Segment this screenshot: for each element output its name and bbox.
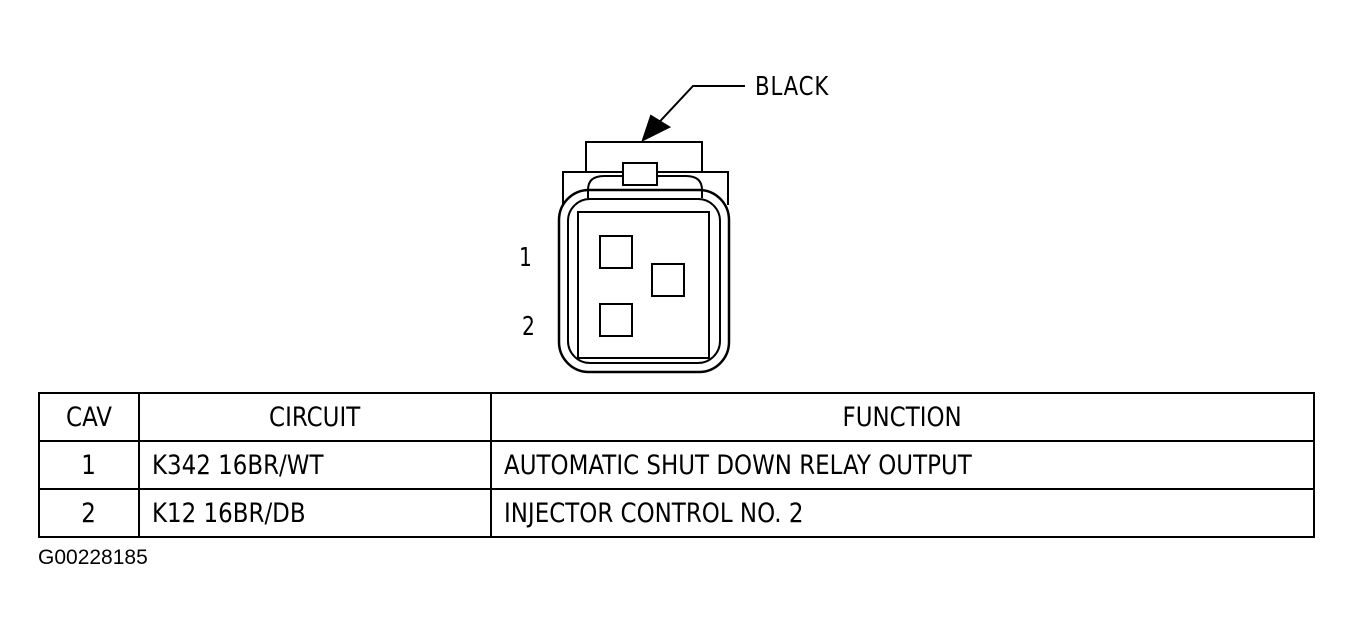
connector-drawing <box>557 85 745 374</box>
figure-id: G00228185 <box>38 546 148 569</box>
connector-face <box>577 211 710 359</box>
cell-function: INJECTOR CONTROL NO. 2 <box>490 488 1315 538</box>
cell-function: AUTOMATIC SHUT DOWN RELAY OUTPUT <box>490 440 1315 490</box>
pin-label-1: 1 <box>519 243 532 273</box>
connector-color-label: BLACK <box>755 72 830 102</box>
latch-hood <box>587 175 703 198</box>
cell-cav: 2 <box>38 488 140 538</box>
pin-label-2: 2 <box>522 312 535 342</box>
leader-arrow <box>641 114 672 142</box>
connector-body-inner <box>567 198 721 364</box>
cell-circuit: K12 16BR/DB <box>138 488 492 538</box>
table-row: 1 K342 16BR/WT AUTOMATIC SHUT DOWN RELAY… <box>38 440 1315 490</box>
right-ear <box>702 171 729 205</box>
connector-diagram: BLACK 1 2 <box>519 72 830 374</box>
cavity-2 <box>599 303 633 337</box>
cell-cav: 1 <box>38 440 140 490</box>
cavity-3 <box>651 263 685 297</box>
latch-tab <box>622 162 658 186</box>
connector-body-outer <box>557 188 731 374</box>
header-function: FUNCTION <box>490 392 1315 442</box>
table-header-row: CAV CIRCUIT FUNCTION <box>38 392 1315 442</box>
cavity-1 <box>599 235 633 269</box>
leader-line <box>649 85 745 133</box>
pinout-table: CAV CIRCUIT FUNCTION 1 K342 16BR/WT AUTO… <box>38 392 1315 538</box>
header-circuit: CIRCUIT <box>138 392 492 442</box>
cell-circuit: K342 16BR/WT <box>138 440 492 490</box>
table-row: 2 K12 16BR/DB INJECTOR CONTROL NO. 2 <box>38 488 1315 538</box>
left-ear <box>562 171 586 205</box>
header-cav: CAV <box>38 392 140 442</box>
